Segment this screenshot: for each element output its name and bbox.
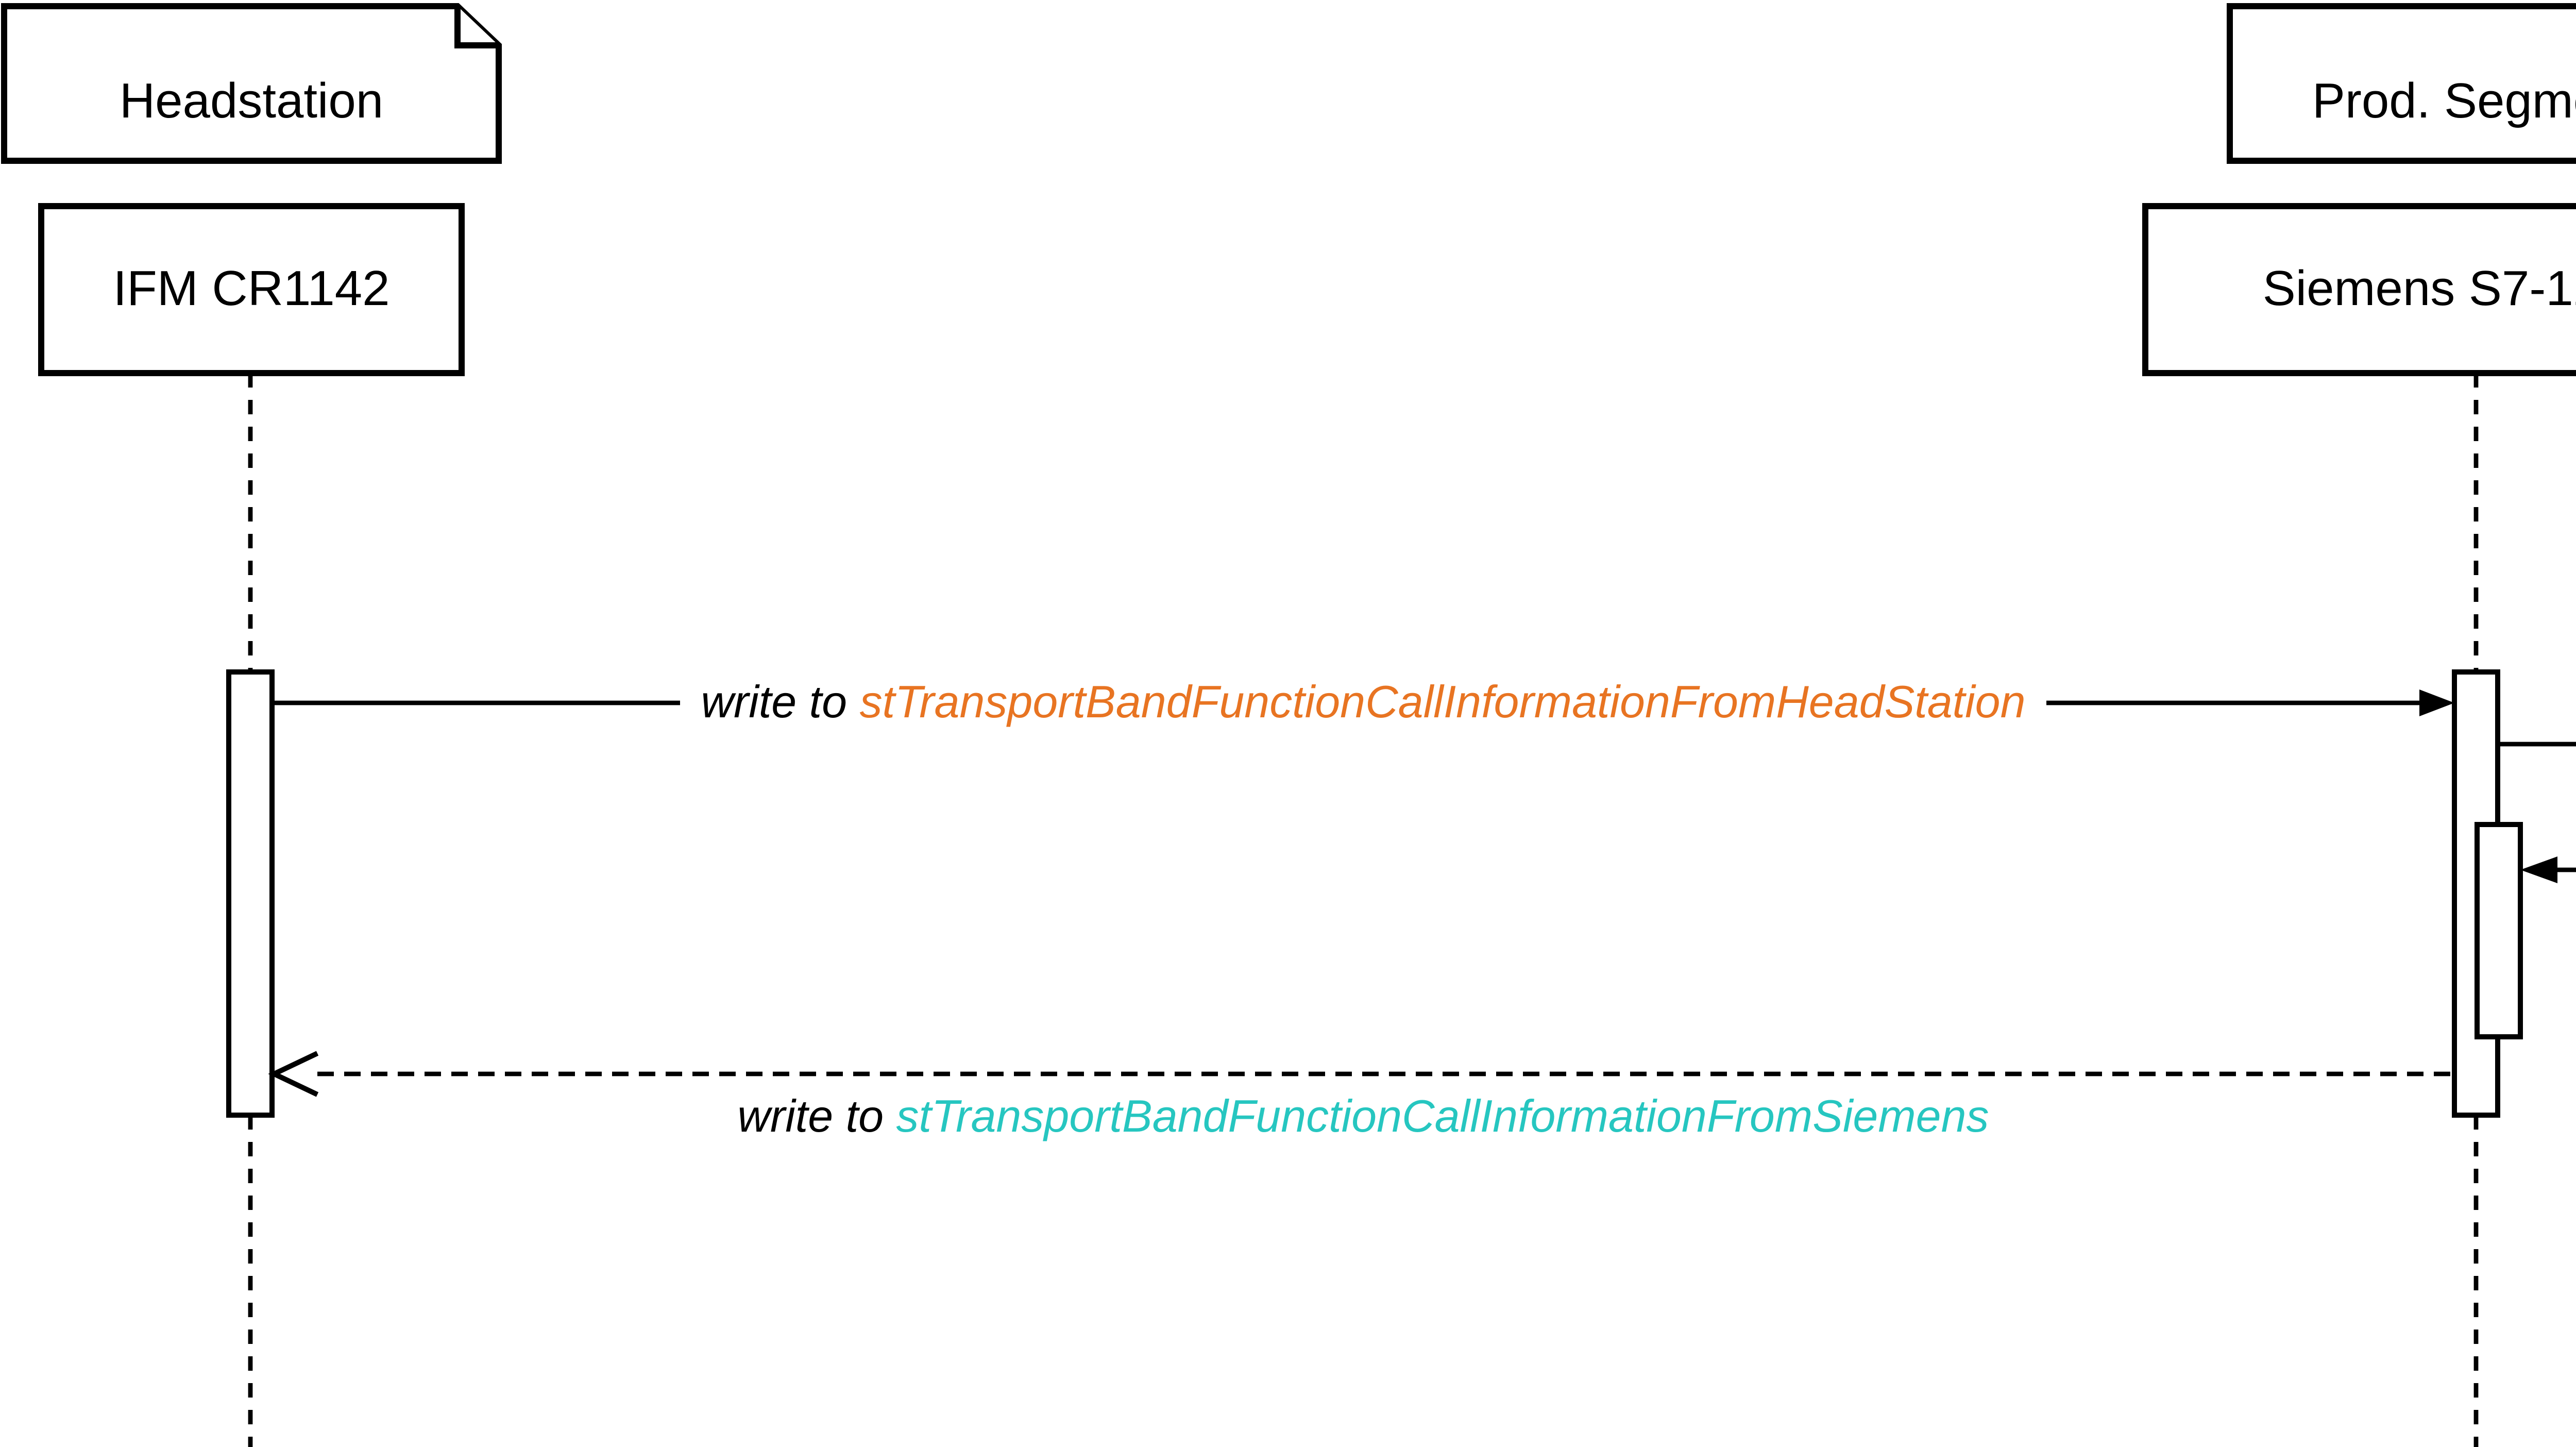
call-message-text: write to stTransportBandFunctionCallInfo…: [272, 672, 2454, 734]
reply-message-variable: stTransportBandFunctionCallInformationFr…: [896, 1090, 1989, 1142]
activation-bar-headstation: [226, 669, 275, 1118]
actor-box-siemens-s7-1215c: [2142, 203, 2576, 376]
activation-bar-siemens-nested: [2475, 822, 2523, 1039]
note-shape-prod-segment: [2227, 3, 2576, 164]
note-label-prod-segment: Prod. Segment: [2312, 73, 2576, 129]
reply-message-text: write to stTransportBandFunctionCallInfo…: [272, 1090, 2454, 1144]
self-message-arrowhead-icon: [2520, 856, 2557, 883]
actor-label-ifm-cr1142: IFM CR1142: [113, 261, 390, 316]
actor-box-ifm-cr1142: [38, 203, 465, 376]
note-fold-icon: [454, 6, 499, 48]
reply-message-prefix: write to: [737, 1090, 896, 1142]
call-message-variable: stTransportBandFunctionCallInformationFr…: [859, 676, 2026, 728]
note-shape-headstation: [1, 3, 502, 164]
call-arrowhead-icon: [2419, 689, 2454, 716]
call-message-prefix: write to: [701, 676, 860, 728]
self-message-loop: [2498, 742, 2576, 872]
actor-label-siemens-s7-1215c: Siemens S7-1215C: [2262, 261, 2576, 316]
reply-open-arrowhead-icon: [268, 1051, 319, 1097]
note-label-headstation: Headstation: [119, 73, 384, 129]
